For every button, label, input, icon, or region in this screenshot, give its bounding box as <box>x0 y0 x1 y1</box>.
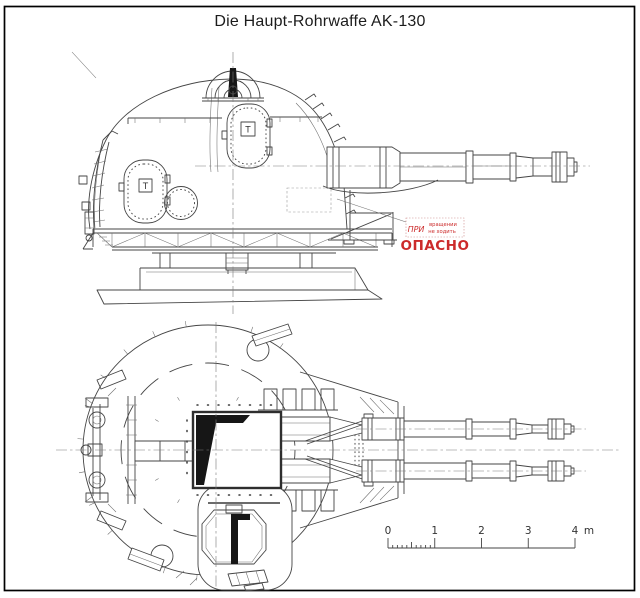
side-elevation-view: T T <box>71 51 590 314</box>
leader-line <box>336 198 407 223</box>
scale-label-3: 3 <box>525 525 532 537</box>
recoil-guard-arc <box>322 179 439 194</box>
scale-label-0: 0 <box>385 525 392 537</box>
scale-label-2: 2 <box>478 525 485 537</box>
opening-shadow <box>196 415 250 485</box>
scale-label-1: 1 <box>431 525 438 537</box>
gun-barrel-side <box>304 93 578 215</box>
scale-unit: m <box>584 525 594 537</box>
deck-plate <box>96 289 383 305</box>
pedestal-foundation <box>96 249 383 305</box>
warning-line2: не ходить <box>428 229 456 235</box>
davit-top-right <box>246 323 293 362</box>
drawing-frame <box>3 5 636 592</box>
rear-hatch-mark: T <box>142 182 149 192</box>
warning-sign: ПРИ вращении не ходить ОПАСНО <box>336 198 470 254</box>
muzzle-block <box>551 151 568 183</box>
plan-view <box>56 320 620 592</box>
scale-label-4: 4 <box>572 525 579 537</box>
plan-lower-barrel <box>356 459 586 483</box>
platform-truss <box>82 228 393 251</box>
round-port <box>164 186 198 220</box>
bottom-bulge <box>197 483 293 592</box>
hidden-detail-box <box>286 187 332 213</box>
gun-mantlet <box>326 146 401 189</box>
page-title: Die Haupt-Rohrwaffe AK-130 <box>214 13 426 30</box>
warning-prefix: ПРИ <box>408 225 425 234</box>
front-hatch-mark: T <box>244 126 251 136</box>
warning-danger: ОПАСНО <box>401 238 470 254</box>
rear-ladder <box>78 130 119 242</box>
plan-upper-barrel <box>356 417 586 441</box>
ejection-chute <box>328 190 397 245</box>
turret-dome <box>71 51 348 230</box>
octagonal-hatch <box>201 509 267 565</box>
rear-hatch: T <box>118 159 171 224</box>
breech-cradles <box>280 413 374 487</box>
davit-bottom-left <box>127 544 198 586</box>
plan-centerlines <box>56 322 620 590</box>
scale-bar: 0 1 2 3 4 m <box>385 525 594 549</box>
front-hatch: T <box>221 103 273 169</box>
warning-line1: вращении <box>429 222 457 228</box>
dome-ladder-rungs <box>304 93 357 215</box>
side-centerlines <box>195 52 590 314</box>
